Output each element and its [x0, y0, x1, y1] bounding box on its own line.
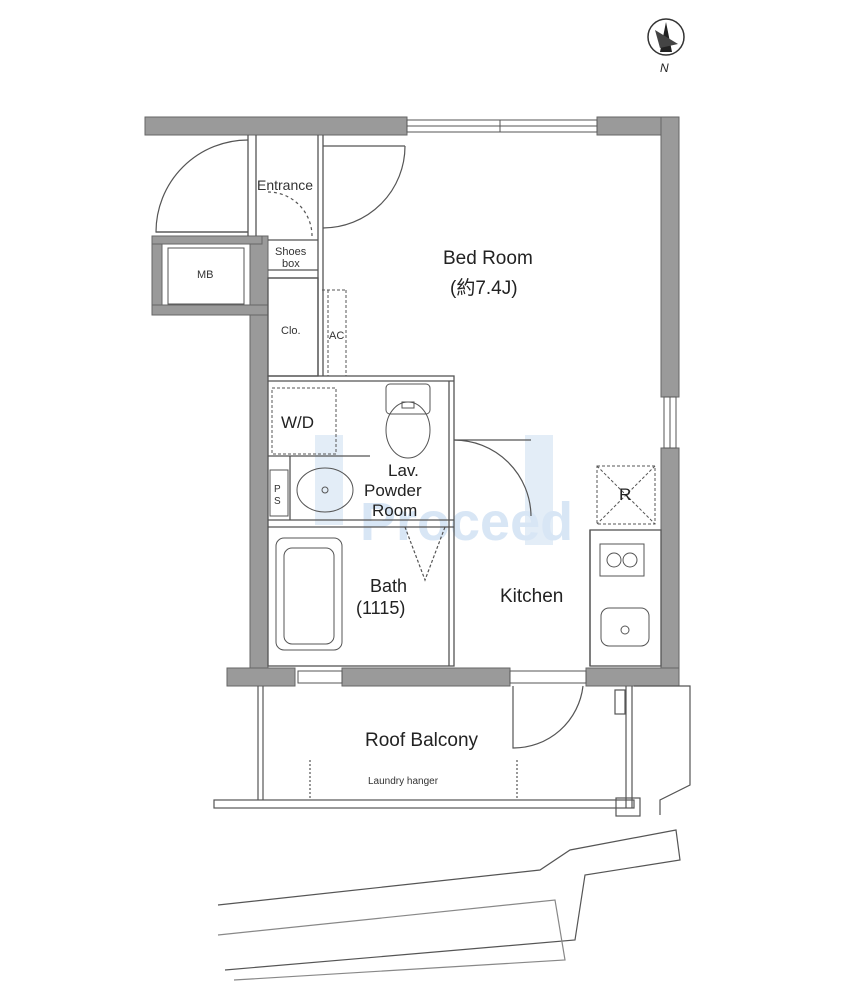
lav-label-line3: Room	[372, 501, 417, 520]
bath-label: Bath	[370, 576, 407, 596]
entrance-label: Entrance	[257, 177, 313, 193]
lav-label-line2: Powder	[364, 481, 422, 500]
bed-room-size: (約7.4J)	[450, 277, 518, 299]
bed-room-label: Bed Room	[443, 248, 533, 269]
compass-icon: N	[647, 18, 685, 75]
compass-label: N	[660, 61, 669, 75]
clo-label: Clo.	[281, 325, 301, 337]
watermark-text: Proceed	[360, 492, 573, 552]
ac-label: AC	[329, 330, 344, 342]
ps-label-line2: S	[274, 496, 281, 507]
laundry-hanger-label: Laundry hanger	[368, 776, 439, 787]
doors	[155, 139, 584, 749]
ps-label-line1: P	[274, 484, 281, 495]
shoes-box-label-line1: Shoes	[275, 246, 307, 258]
shoes-box-label-line2: box	[282, 258, 300, 270]
roof-balcony-label: Roof Balcony	[365, 730, 479, 751]
wd-label: W/D	[281, 413, 314, 432]
labels: Entrance Shoes box MB Clo. AC Bed Room (…	[197, 177, 631, 787]
watermark: Proceed	[315, 435, 573, 552]
mb-label: MB	[197, 269, 214, 281]
kitchen-label: Kitchen	[500, 586, 563, 607]
bath-size: (1115)	[356, 598, 405, 618]
lav-label-line1: Lav.	[388, 461, 419, 480]
walls	[144, 116, 680, 687]
refrigerator-label: R	[619, 485, 631, 504]
interior-walls	[247, 135, 662, 667]
balcony	[213, 685, 691, 981]
windows	[297, 119, 677, 684]
fixtures	[167, 247, 656, 651]
